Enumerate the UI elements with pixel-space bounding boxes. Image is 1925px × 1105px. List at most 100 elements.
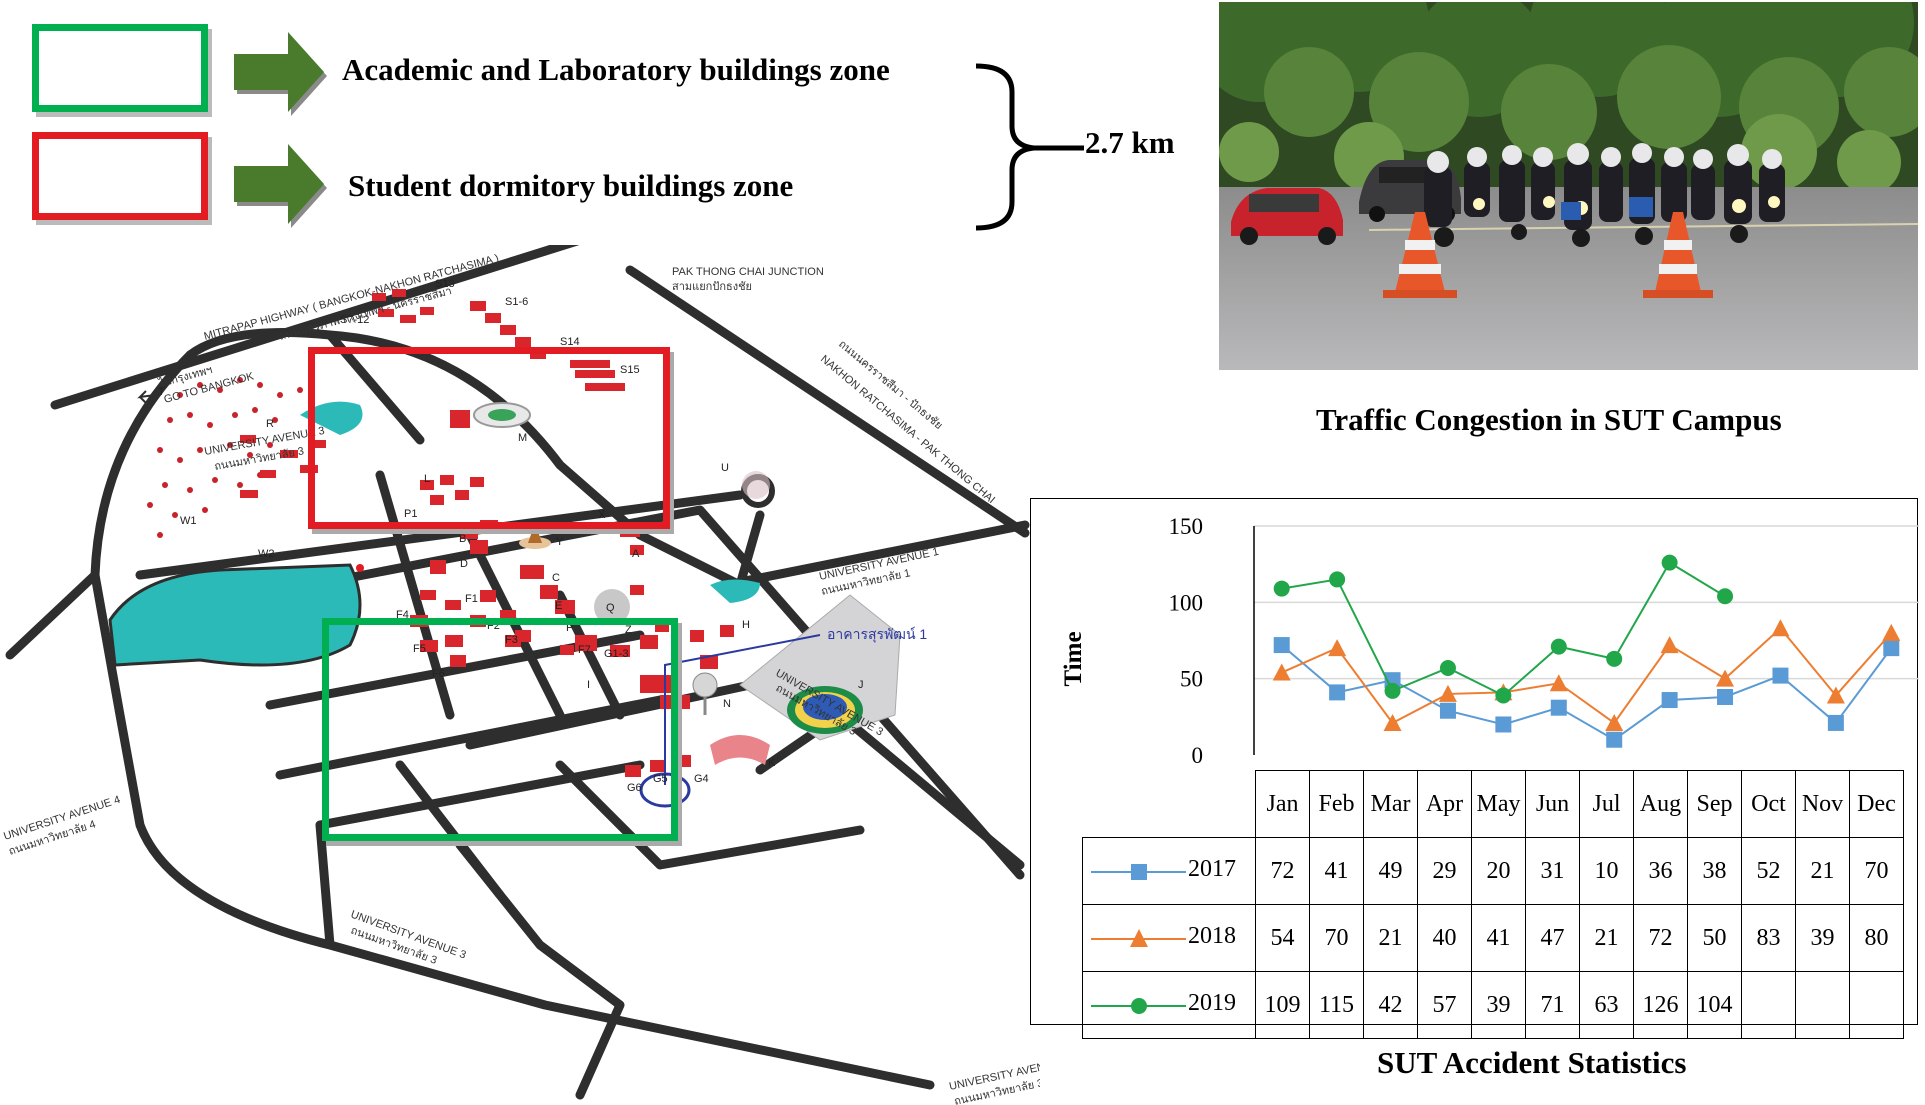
table-cell: 70: [1309, 904, 1364, 972]
y-axis-label: Time: [1060, 631, 1087, 686]
table-cell: 41: [1471, 904, 1526, 972]
table-cell: 39: [1471, 971, 1526, 1039]
point-2018: [1383, 713, 1402, 731]
month-apr: Apr: [1417, 770, 1472, 838]
bldg-m: M: [518, 432, 527, 444]
month-feb: Feb: [1309, 770, 1364, 838]
table-row-2017: 2017 72 41 49 29 20 31 10 36 38 52 21 70: [1082, 837, 1904, 905]
month-jul: Jul: [1579, 770, 1634, 838]
series-2019-line: [1281, 561, 1726, 697]
bldg-g6: G6: [627, 782, 642, 794]
table-cell: 31: [1525, 837, 1580, 905]
bldg-p1: P1: [404, 508, 417, 520]
point-2018: [1438, 684, 1457, 702]
bldg-e: E: [555, 600, 562, 612]
table-cell: 10: [1579, 837, 1634, 905]
traffic-cone-right: [1643, 212, 1713, 298]
table-row-2019: 2019 109 115 42 57 39 71 63 126 104: [1082, 971, 1904, 1039]
arena-k: [710, 735, 770, 765]
dormitory-arrow-icon: [234, 144, 327, 228]
distance-brace: [975, 63, 1084, 231]
pointer-circle: [639, 772, 691, 808]
y-tick-label: 150: [1169, 514, 1204, 539]
table-cell: 70: [1849, 837, 1904, 905]
legend-2019: 2019: [1082, 971, 1256, 1039]
bldg-l: L: [424, 473, 430, 485]
academic-zone-legend-box: [32, 24, 208, 112]
legend-2017-label: 2017: [1188, 856, 1236, 882]
bldg-w1: W1: [180, 515, 197, 527]
point-2017: [1329, 684, 1346, 701]
table-cell: 42: [1363, 971, 1418, 1039]
bldg-f5: F5: [413, 643, 426, 655]
table-row-2018: 2018 54 70 21 40 41 47 21 72 50 83 39 80: [1082, 904, 1904, 972]
table-cell: 50: [1687, 904, 1742, 972]
table-cell: 83: [1741, 904, 1796, 972]
red-car: [1231, 188, 1343, 245]
pond-north: [300, 401, 363, 435]
bldg-x: X: [598, 509, 606, 521]
point-2019: [1550, 638, 1567, 655]
y-tick-label: 50: [1180, 667, 1203, 692]
bldg-i: I: [587, 679, 590, 691]
legend-2018-label: 2018: [1188, 923, 1236, 949]
bldg-s15: S15: [620, 364, 640, 376]
month-oct: Oct: [1741, 770, 1796, 838]
point-2017: [1772, 667, 1789, 684]
pointer-line: [664, 634, 821, 785]
distance-label: 2.7 km: [1085, 125, 1175, 160]
bldg-s14: S14: [560, 336, 580, 348]
junction-label: PAK THONG CHAI JUNCTION: [672, 266, 824, 278]
legend-2017: 2017: [1082, 837, 1256, 905]
legend-2019-marker-icon: [1091, 998, 1186, 1014]
table-cell: 36: [1633, 837, 1688, 905]
bldg-s1-6: S1-6: [505, 296, 528, 308]
bldg-s13: S13: [435, 278, 455, 290]
bldg-a: A: [632, 548, 640, 560]
table-cell: 109: [1255, 971, 1310, 1039]
month-aug: Aug: [1633, 770, 1688, 838]
bldg-d: D: [460, 558, 468, 570]
nakhon-road-label: NAKHON RATCHASIMA - PAK THONG CHAI: [818, 353, 997, 506]
table-cell: 63: [1579, 971, 1634, 1039]
point-2018: [1826, 686, 1845, 704]
bldg-f6: F6: [432, 668, 445, 680]
table-cell: 72: [1633, 904, 1688, 972]
legend-2019-label: 2019: [1188, 990, 1236, 1016]
legend-arrows: [234, 32, 327, 228]
point-2019: [1606, 650, 1623, 667]
point-2017: [1439, 702, 1456, 719]
y-tick-label: 0: [1192, 743, 1204, 768]
bldg-f7: F7: [578, 644, 591, 656]
table-cell: 40: [1417, 904, 1472, 972]
table-cell: 41: [1309, 837, 1364, 905]
series-2017-line: [1281, 644, 1893, 741]
table-cell: 38: [1687, 837, 1742, 905]
point-2017: [1717, 688, 1734, 705]
y-tick-label: 100: [1169, 590, 1204, 615]
table-cell: [1795, 971, 1850, 1039]
building-thai-label: อาคารสุรพัฒน์ 1: [827, 626, 927, 643]
table-cell: 72: [1255, 837, 1310, 905]
month-sep: Sep: [1687, 770, 1742, 838]
table-cell: 57: [1417, 971, 1472, 1039]
academic-zone-label: Academic and Laboratory buildings zone: [342, 52, 890, 87]
bldg-k: K: [768, 757, 776, 769]
table-cell: 21: [1363, 904, 1418, 972]
point-2018: [1716, 669, 1735, 687]
dormitory-zone-label: Student dormitory buildings zone: [348, 168, 794, 203]
dormitory-zone-legend-box: [32, 132, 208, 220]
table-cell: 21: [1579, 904, 1634, 972]
month-dec: Dec: [1849, 770, 1904, 838]
bldg-g4: G4: [694, 773, 709, 785]
point-2018: [1328, 639, 1347, 657]
bldg-w2: W2: [258, 548, 275, 560]
motorcycle-crowd: [1424, 143, 1785, 247]
bldg-f3: F3: [505, 634, 518, 646]
point-2017: [1495, 716, 1512, 733]
point-2017: [1606, 731, 1623, 748]
month-jun: Jun: [1525, 770, 1580, 838]
pond-east: [710, 579, 760, 603]
point-2019: [1384, 682, 1401, 699]
